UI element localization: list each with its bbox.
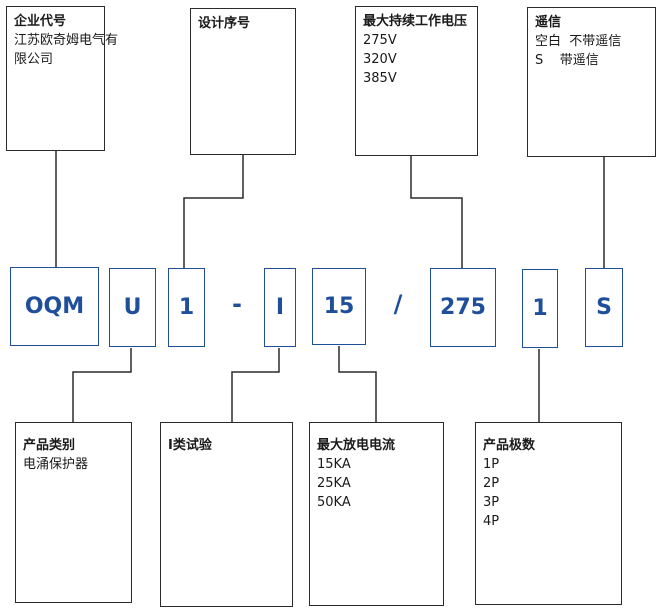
box-product-category: 产品类别 电涌保护器: [15, 422, 132, 603]
box-line: 4P: [483, 514, 500, 529]
box-title: 遥信: [535, 15, 562, 30]
box-line: 385V: [363, 71, 397, 86]
code-1: 1: [168, 268, 205, 347]
box-line: S 带遥信: [535, 53, 599, 68]
code-dash: -: [232, 290, 242, 318]
box-line: 320V: [363, 52, 397, 67]
box-line: 限公司: [14, 52, 54, 67]
code-s: S: [585, 268, 623, 347]
box-title: 企业代号: [14, 14, 67, 29]
code-i: I: [264, 268, 296, 347]
code-slash: /: [393, 290, 403, 318]
box-remote-signal: 遥信 空白 不带遥信 S 带遥信: [527, 7, 656, 157]
box-title: 最大持续工作电压: [363, 14, 468, 29]
box-enterprise-code: 企业代号 江苏欧奇姆电气有 限公司: [6, 6, 119, 151]
box-title: I类试验: [168, 438, 212, 453]
box-line: 275V: [363, 33, 397, 48]
code-15: 15: [312, 268, 366, 345]
box-title: 设计序号: [198, 16, 251, 31]
box-pole-count: 产品极数 1P 2P 3P 4P: [475, 422, 622, 605]
box-line: 江苏欧奇姆电气有: [14, 33, 119, 48]
box-class-test: I类试验: [160, 422, 293, 607]
box-line: 15KA: [317, 457, 351, 472]
connector-discharge: [338, 346, 377, 422]
code-pole: 1: [522, 269, 558, 348]
box-line: 空白 不带遥信: [535, 34, 622, 49]
box-title: 产品类别: [23, 438, 76, 453]
box-title: 产品极数: [483, 438, 536, 453]
box-design-number: 设计序号: [190, 8, 296, 155]
box-title: 最大放电电流: [317, 438, 396, 453]
box-line: 3P: [483, 495, 500, 510]
box-line: 50KA: [317, 495, 351, 510]
code-oqm: OQM: [10, 267, 99, 346]
connector-design: [183, 154, 244, 268]
connector-category: [72, 348, 132, 422]
box-max-voltage: 最大持续工作电压 275V 320V 385V: [355, 6, 478, 156]
box-max-discharge: 最大放电电流 15KA 25KA 50KA: [309, 422, 444, 606]
box-line: 电涌保护器: [23, 457, 89, 472]
box-line: 1P: [483, 457, 500, 472]
code-275: 275: [430, 268, 496, 347]
box-line: 25KA: [317, 476, 351, 491]
box-line: 2P: [483, 476, 500, 491]
connector-test: [231, 348, 280, 422]
connector-voltage: [410, 155, 463, 268]
code-u: U: [109, 268, 156, 347]
